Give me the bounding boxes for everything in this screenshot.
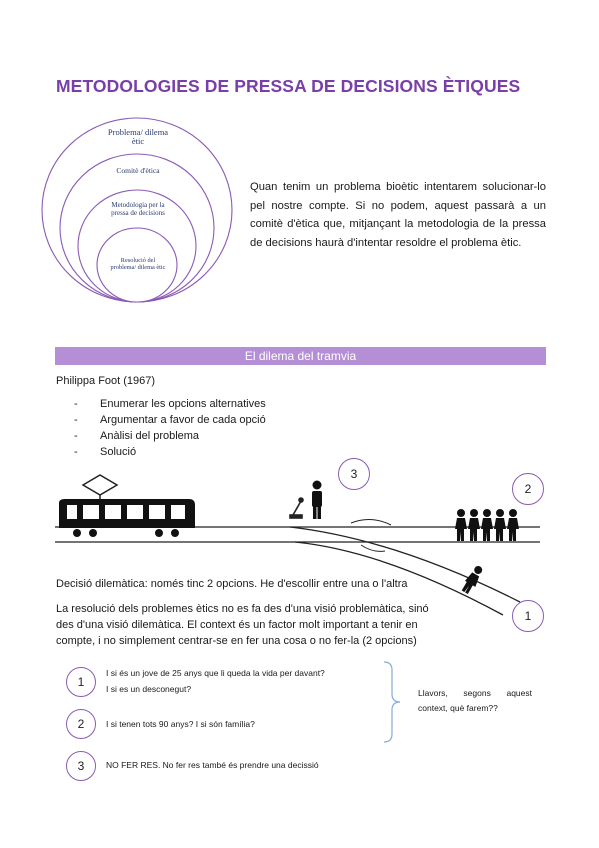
list-item: Argumentar a favor de cada opció: [74, 412, 266, 428]
intro-paragraph: Quan tenim un problema bioètic intentare…: [250, 181, 546, 249]
option-1-line-1: I si és un jove de 25 anys que li queda …: [106, 668, 325, 678]
single-person-icon: [461, 566, 483, 595]
bystander-person-icon: [312, 480, 322, 519]
diagram-circle-2: 2: [512, 473, 544, 505]
ring-label-committee: Comitè d'ètica: [116, 166, 160, 175]
ring-inner: [96, 227, 178, 303]
list-item: Enumerar les opcions alternatives: [74, 396, 266, 412]
steps-list: Enumerar les opcions alternatives Argume…: [74, 396, 266, 460]
section-banner: El dilema del tramvia: [55, 347, 546, 365]
option-circle-1: 1: [66, 667, 96, 697]
tram-icon: [59, 474, 195, 537]
five-people-icon: [455, 509, 519, 541]
diagram-circle-3: 3: [338, 458, 370, 490]
ring-label-methodology: Metodologia per la pressa de decisions: [111, 201, 165, 217]
lever-icon: [289, 497, 304, 519]
resolution-paragraph: La resolució dels problemes ètics no es …: [56, 603, 429, 647]
option-circle-2: 2: [66, 709, 96, 739]
page-title: METODOLOGIES DE PRESSA DE DECISIONS ÈTIQ…: [56, 76, 521, 96]
list-item: Solució: [74, 444, 266, 460]
option-circle-3: 3: [66, 751, 96, 781]
curly-brace: [383, 661, 401, 743]
ring-label-problem: Problema/ dilema ètic: [107, 127, 169, 147]
author-line: Philippa Foot (1967): [56, 375, 156, 387]
ring-label-resolution: Resolució del problema/ dilema ètic: [110, 257, 166, 271]
option-3-text: NO FER RES. No fer res també és prendre …: [106, 760, 319, 770]
diagram-circle-1: 1: [512, 600, 544, 632]
nested-rings-diagram: [41, 117, 233, 303]
dilemma-text: Decisió dilemàtica: només tinc 2 opcions…: [56, 578, 408, 590]
list-item: Anàlisi del problema: [74, 428, 266, 444]
option-2-text: I si tenen tots 90 anys? I si són famíli…: [106, 719, 255, 729]
brace-text: Llavors, segons aquest context, què fare…: [418, 688, 532, 713]
option-1-line-2: I si es un desconegut?: [106, 684, 192, 694]
trolley-illustration: [55, 474, 540, 616]
